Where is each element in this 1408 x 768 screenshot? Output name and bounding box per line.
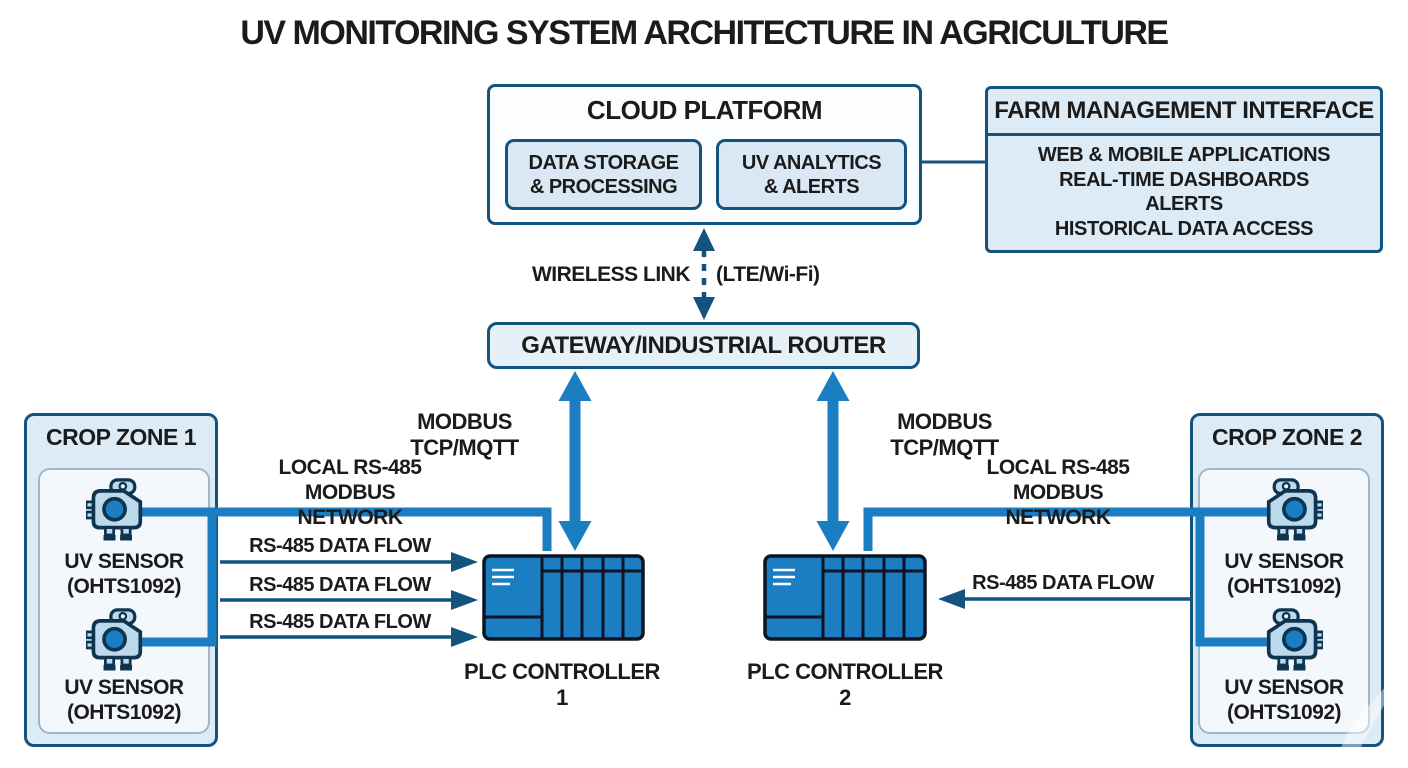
wireless-dashed-arrow: [693, 228, 715, 320]
farm-item-dashboards: REAL-TIME DASHBOARDS: [1059, 168, 1309, 191]
uv-sensor1-label: UV SENSOR (OHTS1092): [64, 550, 184, 598]
uv-sensor3-icon: [1266, 478, 1323, 543]
uv-sensor1-icon: [86, 478, 143, 543]
modbus-arrow-left: [558, 371, 592, 551]
modbus-label-right: MODBUS TCP/MQTT: [890, 409, 999, 460]
local-network-label-left: LOCAL RS-485 MODBUS NETWORK: [278, 456, 422, 529]
cloud-platform-title: CLOUD PLATFORM: [586, 95, 823, 125]
local-network-label-right: LOCAL RS-485 MODBUS NETWORK: [986, 456, 1130, 529]
rs485-arrowhead-3: [451, 627, 478, 647]
modbus-label-left: MODBUS TCP/MQTT: [410, 409, 519, 460]
uv-sensor2-icon: [86, 608, 143, 673]
uv-sensor4-label: UV SENSOR (OHTS1092): [1224, 676, 1344, 724]
uv-sensor4-icon: [1266, 608, 1323, 673]
rs485-flow-label-3: RS-485 DATA FLOW: [249, 611, 431, 633]
rs485-flow-label-right: RS-485 DATA FLOW: [972, 572, 1154, 594]
uv-sensor3-label: UV SENSOR (OHTS1092): [1224, 550, 1344, 598]
farm-item-web-mobile: WEB & MOBILE APPLICATIONS: [1037, 144, 1331, 166]
plc2-label: PLC CONTROLLER 2: [747, 659, 943, 710]
gateway-router-box: GATEWAY/INDUSTRIAL ROUTER: [487, 322, 920, 369]
rs485-flow-label-2: RS-485 DATA FLOW: [249, 574, 431, 596]
rs485-arrowhead-1: [451, 552, 478, 572]
farm-item-historical: HISTORICAL DATA ACCESS: [1054, 217, 1314, 240]
zone2-bus-line-main: [863, 507, 1270, 551]
cloud-module-storage: DATA STORAGE & PROCESSING: [505, 139, 702, 210]
farm-item-alerts: ALERTS: [1145, 193, 1223, 215]
wireless-link-label: WIRELESS LINK: [531, 263, 691, 286]
zone1-bus-line-main: [130, 507, 552, 551]
plc2-icon: [763, 554, 927, 641]
plc1-icon: [482, 554, 645, 641]
rs485-arrowhead-2: [451, 590, 478, 610]
watermark-swirl: [1338, 664, 1398, 766]
zone2-bus-line-branch: [1195, 510, 1270, 647]
plc1-label: PLC CONTROLLER 1: [464, 659, 660, 710]
page-title: UV MONITORING SYSTEM ARCHITECTURE IN AGR…: [240, 14, 1169, 52]
uv-sensor2-label: UV SENSOR (OHTS1092): [64, 676, 184, 724]
crop-zone2-title: CROP ZONE 2: [1212, 424, 1363, 450]
farm-interface-box: FARM MANAGEMENT INTERFACE WEB & MOBILE A…: [985, 86, 1383, 253]
zone1-bus-line-branch: [130, 510, 217, 647]
cloud-module-analytics: UV ANALYTICS & ALERTS: [716, 139, 907, 210]
farm-interface-list: WEB & MOBILE APPLICATIONS REAL-TIME DASH…: [988, 136, 1380, 241]
rs485-arrows-left: [220, 560, 453, 639]
modbus-arrow-right: [816, 371, 850, 551]
rs485-flow-label-1: RS-485 DATA FLOW: [249, 535, 431, 557]
farm-interface-title: FARM MANAGEMENT INTERFACE: [988, 89, 1380, 136]
wireless-link-tech-label: (LTE/Wi-Fi): [716, 263, 820, 286]
crop-zone1-title: CROP ZONE 1: [46, 424, 197, 450]
rs485-arrowhead-right: [938, 589, 965, 609]
